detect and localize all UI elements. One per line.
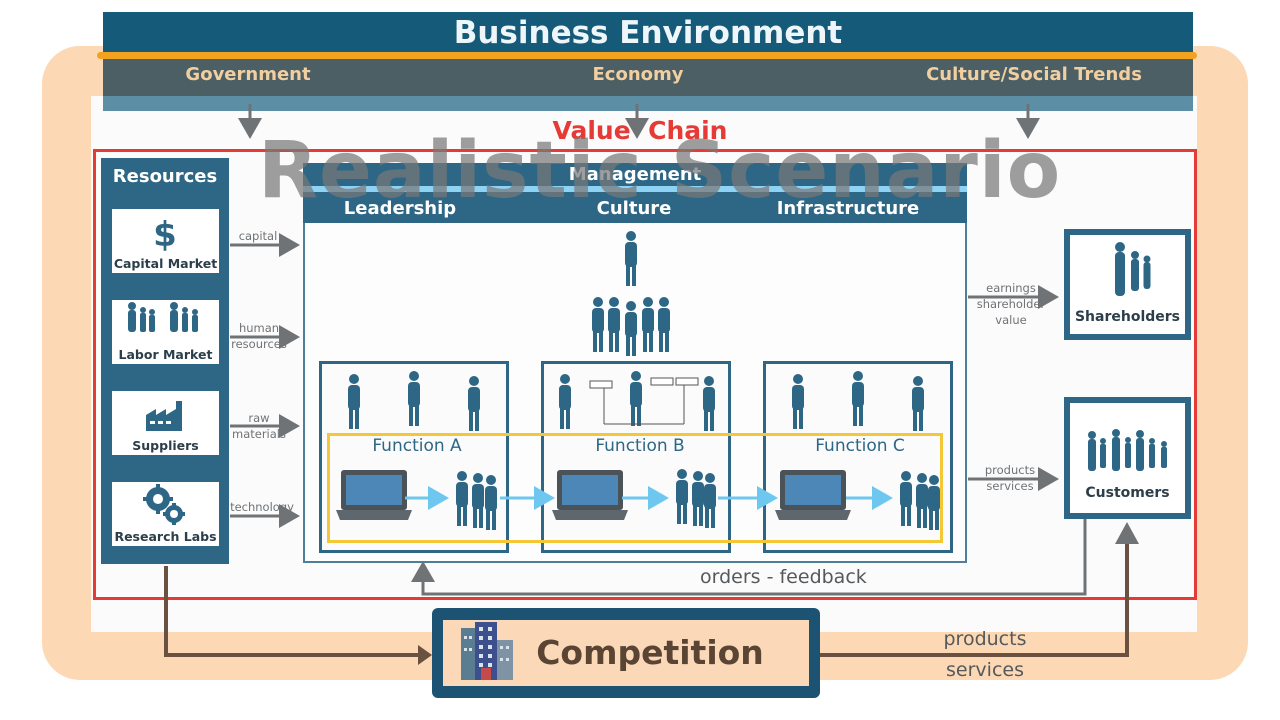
function-c-label: Function C [815,436,905,456]
suppliers-label: Suppliers [132,438,199,453]
value-chain-frame [93,149,1197,600]
function-b-label: Function B [595,436,685,456]
flow-capital-label: capital [238,229,278,243]
competition-label: Competition [536,633,764,672]
pillar-leadership: Leadership [343,198,457,219]
factory-icon [146,401,182,431]
pillar-infrastructure: Infrastructure [776,198,920,219]
research-labs-label: Research Labs [114,529,217,544]
orders-feedback-label: orders - feedback [700,566,867,588]
customers-label: Customers [1085,485,1170,501]
capital-market-card: $ Capital Market [112,209,219,273]
flow-technology-label: technology [230,500,294,514]
shareholders-card: Shareholders [1064,229,1191,340]
labor-market-card: Labor Market [112,300,219,364]
factor-government: Government [185,64,311,85]
environment-divider [97,52,1197,59]
value-chain-title: Value Chain [552,116,728,145]
people-icon [1115,242,1151,296]
shareholders-label: Shareholders [1074,309,1181,325]
dollar-icon: $ [153,215,177,255]
management-header [303,163,967,223]
pillar-culture: Culture [596,198,672,219]
capital-market-label: Capital Market [113,256,218,271]
people-icon [1088,429,1167,471]
research-labs-card: Research Labs [112,482,219,546]
labor-market-label: Labor Market [118,347,213,362]
business-environment-title: Business Environment [103,12,1193,54]
svg-text:$: $ [153,215,177,255]
customers-card: Customers [1064,397,1191,519]
factor-economy: Economy [592,64,684,85]
factor-culture-social-trends: Culture/Social Trends [926,64,1142,85]
people-icon [128,302,198,332]
management-divider [303,186,967,192]
gears-icon [143,484,185,525]
environment-factors-bar-bottom [103,96,1193,111]
environment-factors-bar [103,59,1193,96]
function-a-label: Function A [372,436,462,456]
management-title: Management [568,164,702,185]
suppliers-card: Suppliers [112,391,219,455]
realistic-scenario-watermark: Realistic Scenario [258,126,1062,216]
resources-title: Resources [112,166,218,187]
